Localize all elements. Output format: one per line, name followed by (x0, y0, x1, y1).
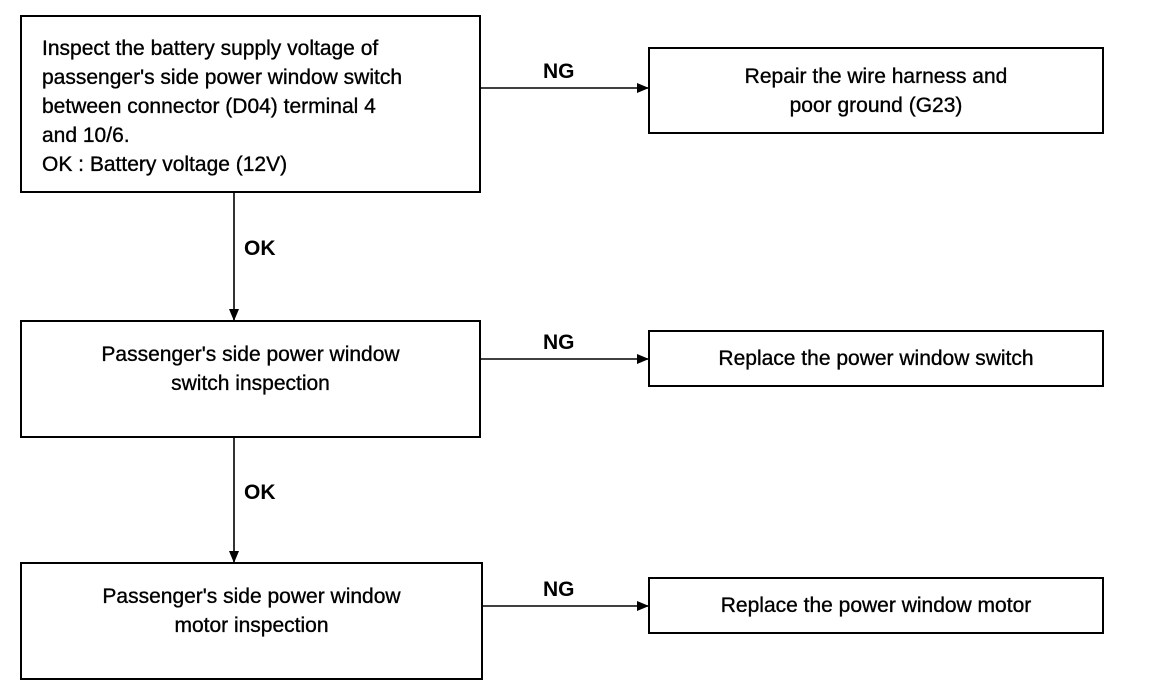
step-2-box: Passenger's side power window switch ins… (20, 320, 481, 438)
step-1-ng-action-line-2: poor ground (G23) (789, 93, 963, 117)
step-1-box: Inspect the battery supply voltage of pa… (20, 15, 481, 193)
step-3-line-1: Passenger's side power window (102, 585, 401, 608)
step-2-ng-action-box: Replace the power window switch (648, 330, 1104, 387)
ok-label-1: OK (244, 237, 276, 260)
step-3-ng-action-box: Replace the power window motor (648, 577, 1104, 634)
step-1-ng-action-box: Repair the wire harness and poor ground … (648, 47, 1104, 134)
step-1-line-4: and 10/6. (42, 124, 130, 147)
ng-label-3: NG (543, 578, 575, 601)
step-1-line-2: passenger's side power window switch (42, 66, 403, 89)
ng-label-1: NG (543, 60, 575, 83)
step-2-ng-action-line-1: Replace the power window switch (718, 347, 1034, 370)
step-1-ng-action-line-1: Repair the wire harness and (744, 64, 1008, 88)
ok-label-2: OK (244, 481, 276, 504)
step-3-line-2: motor inspection (174, 614, 329, 637)
step-1-line-1: Inspect the battery supply voltage of (42, 37, 379, 60)
step-2-line-1: Passenger's side power window (101, 343, 400, 366)
step-2-line-2: switch inspection (171, 372, 330, 395)
step-3-ng-action-line-1: Replace the power window motor (720, 594, 1032, 617)
step-1-line-3: between connector (D04) terminal 4 (42, 95, 376, 118)
step-3-box: Passenger's side power window motor insp… (20, 562, 483, 680)
ng-label-2: NG (543, 331, 575, 354)
step-1-line-5: OK : Battery voltage (12V) (42, 153, 288, 176)
